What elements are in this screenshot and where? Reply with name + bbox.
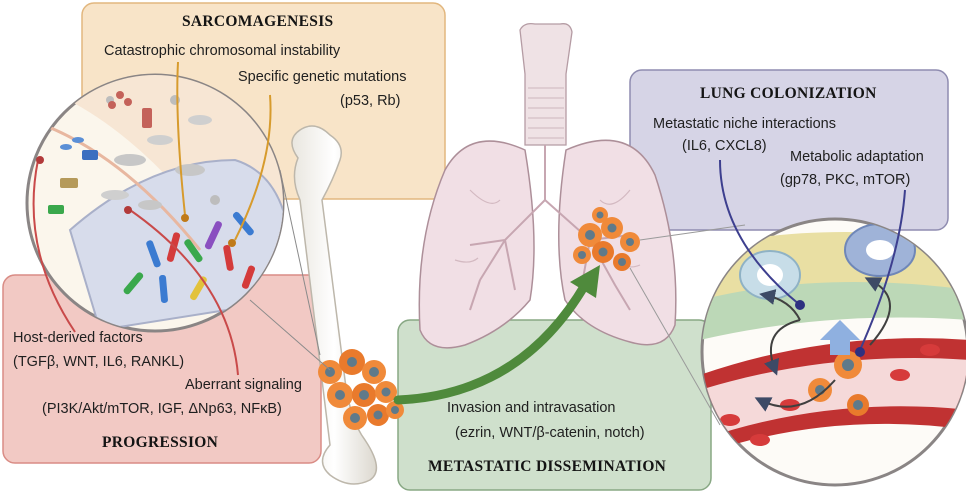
primary-tumor [318, 349, 404, 430]
niche-detail: (IL6, CXCL8) [682, 138, 767, 154]
metabolic-detail: (gp78, PKC, mTOR) [780, 172, 911, 188]
progression-title: PROGRESSION [102, 434, 219, 451]
host-factors-label: Host-derived factors [13, 330, 143, 346]
metabolic-label: Metabolic adaptation [790, 149, 924, 165]
genetic-mutations-label: Specific genetic mutations [238, 69, 407, 85]
trachea [519, 22, 573, 146]
colonization-title: LUNG COLONIZATION [700, 85, 877, 102]
niche-label: Metastatic niche interactions [653, 116, 836, 132]
lungs [418, 139, 677, 349]
invasion-label: Invasion and intravasation [447, 400, 616, 416]
dissemination-arrow [393, 280, 590, 405]
genetic-mutations-detail: (p53, Rb) [340, 93, 401, 109]
sarcomagenesis-title: SARCOMAGENESIS [182, 13, 334, 30]
lung-colonization-zoom [700, 217, 966, 487]
dissemination-title: METASTATIC DISSEMINATION [428, 458, 667, 475]
aberrant-signaling-detail: (PI3K/Akt/mTOR, IGF, ΔNp63, NFκB) [42, 401, 282, 417]
lung-metastasis [573, 207, 640, 271]
chromosomal-instability-label: Catastrophic chromosomal instability [104, 43, 341, 59]
aberrant-signaling-label: Aberrant signaling [185, 377, 302, 393]
host-factors-detail: (TGFβ, WNT, IL6, RANKL) [13, 354, 185, 370]
invasion-detail: (ezrin, WNT/β-catenin, notch) [455, 425, 645, 441]
